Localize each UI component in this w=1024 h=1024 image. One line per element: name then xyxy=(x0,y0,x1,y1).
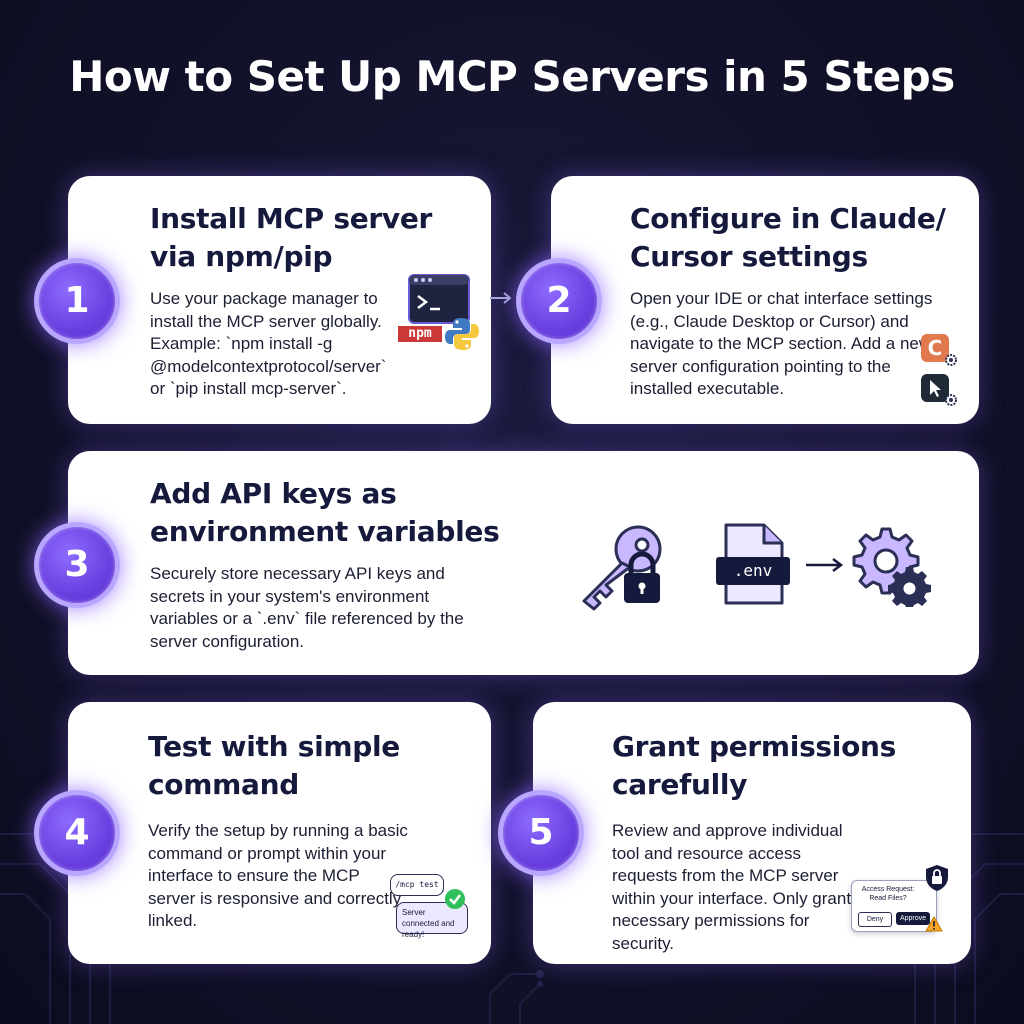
arrow-right-icon xyxy=(490,292,512,304)
step-3-card: Add API keys as environment variables Se… xyxy=(68,451,979,675)
step-4-badge: 4 xyxy=(34,790,120,876)
step-1-body: Use your package manager to install the … xyxy=(150,289,387,398)
mouse-pointer-icon xyxy=(930,380,941,397)
step-2-body: Open your IDE or chat interface settings… xyxy=(630,289,933,398)
npm-logo: npm xyxy=(398,326,442,342)
deny-button[interactable]: Deny xyxy=(858,912,892,927)
step-3-badge: 3 xyxy=(34,522,120,608)
step-5-heading: Grant permissions carefully xyxy=(612,730,897,801)
step-5-badge: 5 xyxy=(498,790,584,876)
access-request-dialog: Access Request: Read Files? Deny Approve xyxy=(851,880,937,932)
arrow-right-icon xyxy=(806,558,844,572)
env-file-label: .env xyxy=(716,557,790,585)
step-1-badge: 1 xyxy=(34,258,120,344)
key-lock-icon xyxy=(582,525,662,611)
step-5-body: Review and approve individual tool and r… xyxy=(612,821,852,953)
page-title: How to Set Up MCP Servers in 5 Steps xyxy=(69,52,955,101)
check-circle-icon xyxy=(445,889,465,909)
step-2-heading: Configure in Claude/ Cursor settings xyxy=(630,202,946,273)
step-4-card: Test with simple command Verify the setu… xyxy=(68,702,491,964)
claude-settings-icon: C xyxy=(921,334,949,362)
python-logo-icon xyxy=(445,318,479,350)
step-1-card: Install MCP server via npm/pip Use your … xyxy=(68,176,491,424)
gear-icon xyxy=(945,394,957,406)
step-4-heading: Test with simple command xyxy=(148,730,400,801)
step-3-heading: Add API keys as environment variables xyxy=(150,477,500,548)
dialog-title: Access Request: Read Files? xyxy=(861,886,915,902)
shield-lock-icon xyxy=(926,865,948,891)
step-2-badge: 2 xyxy=(516,258,602,344)
terminal-icon xyxy=(408,274,470,324)
env-file-icon: .env xyxy=(716,523,790,605)
gear-icon xyxy=(945,354,957,366)
warning-icon xyxy=(925,916,943,932)
step-5-card: Grant permissions carefully Review and a… xyxy=(533,702,971,964)
step-3-body: Securely store necessary API keys and se… xyxy=(150,564,464,651)
gears-icon xyxy=(852,527,931,607)
step-2-card: Configure in Claude/ Cursor settings Ope… xyxy=(551,176,979,424)
step-4-body: Verify the setup by running a basic comm… xyxy=(148,821,408,930)
cursor-app-icon xyxy=(921,374,949,402)
step-1-heading: Install MCP server via npm/pip xyxy=(150,202,433,273)
chat-command-bubble: /mcp test xyxy=(390,874,444,896)
approve-button[interactable]: Approve xyxy=(896,912,930,925)
